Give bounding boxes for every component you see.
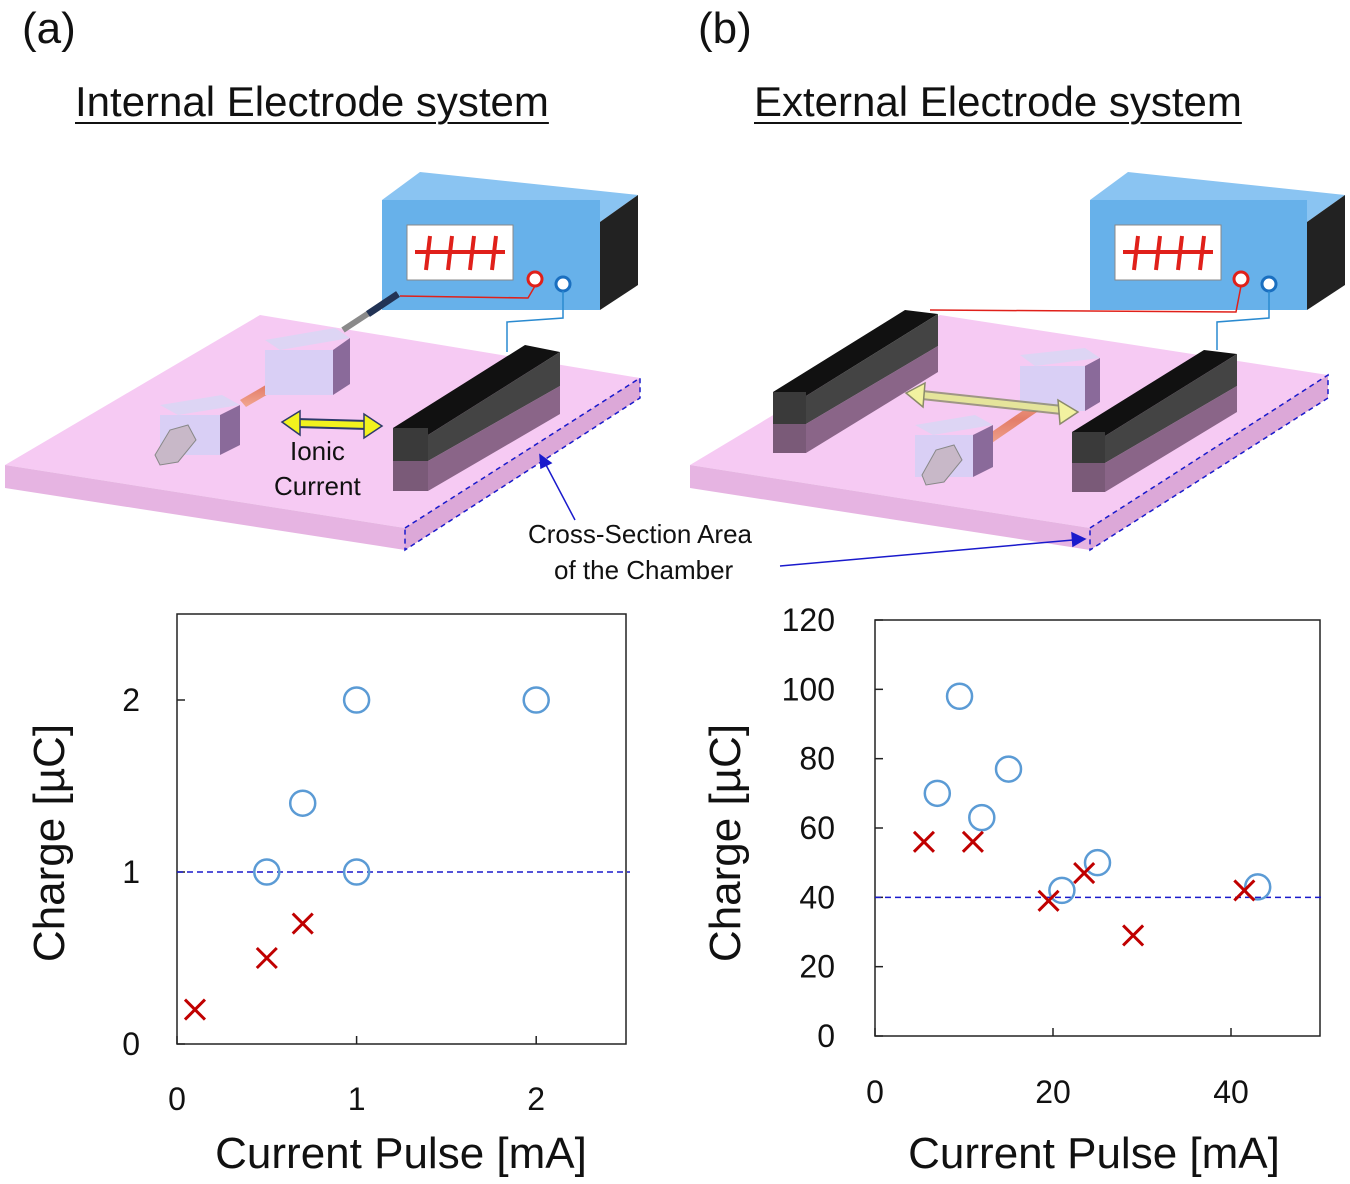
plot-area-a [176,613,627,1045]
chart-b-circle-point [1083,848,1112,877]
chart-a-ylabel: Charge [µC] [25,724,74,962]
chart-b-ytick-label: 120 [782,602,835,638]
chart-b-cross-point [1037,889,1060,912]
ionic-current-label-2: Current [274,471,361,501]
electrode-bar-b-right [1072,350,1237,492]
chart-b-ytick-label: 80 [799,741,835,777]
chart-b-ytick-label: 40 [799,879,835,915]
panel-b-title: External Electrode system [754,78,1242,125]
chart-b-xlabel: Current Pulse [mA] [908,1129,1280,1178]
chart-b-ytick-label: 100 [782,671,835,707]
chart-a-ytick-label: 2 [122,682,140,718]
electrode-bar-a [393,345,560,491]
chart-b-cross-point [912,830,936,853]
chart-a-circle-point [253,858,281,886]
chart-a-circle-point [288,789,317,817]
chart-b-ytick-label: 20 [799,949,835,985]
cross-section-arrows [539,453,1087,567]
panel-b-letter: (b) [698,4,752,53]
chart-b-xtick-label: 0 [866,1074,884,1110]
chart-b-ylabel: Charge [µC] [701,724,750,962]
chart-b-circle-point [994,755,1023,783]
wires-a [399,285,564,352]
chart-b-circle-point [1243,873,1272,901]
chart-b-ytick-label: 60 [799,810,835,846]
chart-b-circle-point [945,682,974,711]
wires-b [929,285,1270,350]
chart-b-circle-point [923,779,952,808]
chart-b-circle-point [1048,876,1076,905]
current-meter-b [1090,172,1345,310]
chart-b-ytick-label: 0 [817,1018,835,1054]
chart-b-xtick-label: 20 [1035,1074,1071,1110]
chart-a: Charge [µC] Current Pulse [mA] 0 1 2 0 1 2 [25,613,630,1178]
chart-b-xtick-label: 40 [1213,1074,1249,1110]
chart-a-circle-point [342,686,371,714]
chart-a-cross-point [291,912,314,935]
chart-b-cross-point [1233,879,1256,902]
plot-area-b [874,619,1321,1037]
tissue-rod-a [154,328,350,466]
chart-a-xtick-label: 0 [168,1081,186,1117]
chart-a-ytick-label: 1 [122,854,140,890]
chart-a-circle-point [342,858,371,886]
chart-a-xtick-label: 1 [348,1081,366,1117]
chart-b-circle-point [968,803,996,832]
chart-a-circle-point [522,686,550,714]
cross-section-label-2: of the Chamber [554,555,734,585]
ionic-current-arrow-a [280,409,384,440]
chart-a-cross-point [255,946,278,970]
chart-b: Charge [µC] Current Pulse [mA] 0 20 40 60 80… [701,602,1325,1178]
chart-a-ytick-label: 0 [122,1026,140,1062]
panel-a-title: Internal Electrode system [75,78,549,125]
chart-b-cross-point [961,830,984,853]
chart-a-xtick-label: 2 [527,1081,545,1117]
chart-a-cross-point [183,998,207,1021]
probe-electrode-a [341,291,400,333]
current-meter-a [382,172,638,310]
electrode-bar-b-left [773,310,938,453]
chart-b-cross-point [1073,862,1096,885]
chart-a-xlabel: Current Pulse [mA] [215,1129,587,1178]
ionic-current-arrow-b [904,381,1080,426]
panel-a-letter: (a) [22,4,76,53]
cross-section-label-1: Cross-Section Area [528,519,753,549]
ionic-current-label-1: Ionic [290,436,345,466]
schematic-illustrations: Ionic Current [5,172,1345,585]
chart-b-cross-point [1122,924,1145,947]
